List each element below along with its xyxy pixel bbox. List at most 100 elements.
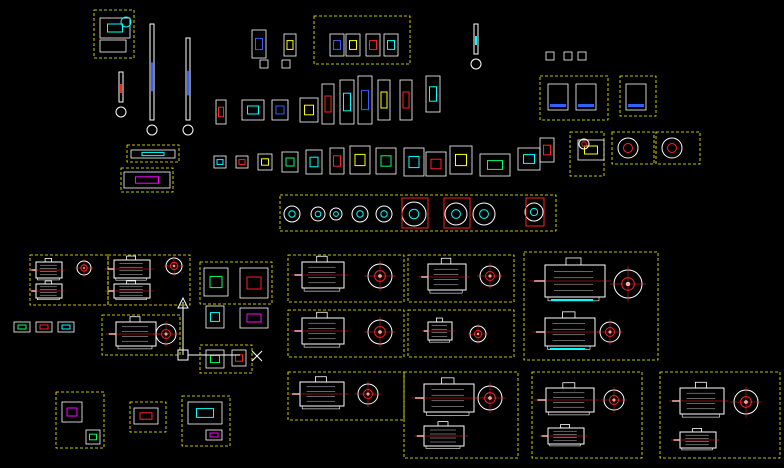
cylinder-base — [470, 58, 482, 70]
pulley — [524, 202, 544, 222]
flange-end-view — [617, 137, 639, 159]
part-detail — [349, 40, 357, 50]
part-detail — [218, 106, 224, 118]
motor-drawing — [29, 280, 65, 300]
motor-foot — [681, 413, 720, 418]
part-outline — [283, 33, 297, 57]
part-detail — [455, 153, 467, 167]
drawing-frame — [107, 254, 191, 306]
pulley — [375, 205, 393, 223]
gearbox — [99, 17, 131, 39]
part-outline — [281, 151, 299, 173]
drawing-frame — [120, 167, 174, 193]
dimension-line — [550, 348, 585, 350]
small-fitting — [563, 51, 573, 61]
drawing-frame — [199, 344, 253, 374]
flange-inner — [667, 143, 677, 153]
part-detail — [39, 324, 49, 330]
part-detail — [487, 160, 503, 170]
part-detail — [361, 89, 369, 111]
motor-foot — [115, 277, 147, 281]
part-detail — [61, 324, 71, 330]
part-detail — [141, 151, 165, 157]
part-outline — [329, 147, 345, 175]
machine-part — [239, 267, 269, 299]
part-detail — [196, 408, 214, 418]
part-detail — [238, 159, 246, 165]
drawing-frame — [659, 371, 781, 459]
cylinder-rod — [187, 70, 189, 96]
cylinder-base — [146, 124, 158, 136]
motor-foot — [115, 297, 147, 300]
part-detail — [255, 37, 263, 51]
drawing-frame — [539, 75, 609, 121]
motor-foot — [301, 405, 340, 410]
machine-part — [239, 307, 269, 329]
flange-inner — [581, 141, 587, 147]
pulley-hub — [333, 211, 339, 217]
flange-end-view — [661, 137, 683, 159]
part-outline — [271, 99, 289, 121]
drawing-parts — [13, 16, 762, 451]
part-detail — [139, 412, 153, 420]
part-outline — [241, 99, 265, 121]
bearing-component — [329, 147, 345, 175]
part-detail — [285, 157, 295, 167]
part-outline — [357, 75, 373, 125]
part-outline — [13, 321, 31, 333]
part-outline — [35, 321, 53, 333]
panel-outline — [547, 83, 569, 111]
motor-foot — [36, 277, 60, 281]
part-outline — [205, 305, 225, 329]
part-outline — [203, 267, 229, 297]
terminal-box — [129, 316, 141, 323]
drawing-frame — [407, 309, 515, 358]
part-outline — [235, 155, 249, 169]
part-outline — [213, 155, 227, 169]
ucs-axis-icon — [177, 296, 240, 361]
bearing-component — [403, 147, 425, 177]
drawing-frame — [199, 261, 273, 305]
drawing-frame — [55, 391, 105, 449]
cabinet-panel — [625, 83, 647, 111]
part-detail — [584, 145, 598, 155]
motor-drawing — [289, 376, 381, 410]
part-outline — [187, 401, 223, 425]
flange-end-view — [578, 138, 590, 150]
part-detail — [343, 92, 351, 112]
pulley-hub — [529, 207, 539, 217]
motor-drawing — [29, 258, 94, 281]
motor-drawing — [291, 255, 396, 292]
motor-foot — [425, 445, 461, 449]
drawing-frame — [181, 395, 231, 447]
drawing-frame — [93, 9, 135, 59]
part-detail — [275, 105, 285, 115]
panel-base — [578, 104, 594, 107]
motor-drawing — [539, 424, 588, 447]
motor-foot — [428, 339, 450, 343]
part-detail — [333, 155, 341, 167]
machine-part — [85, 429, 101, 445]
valve-component — [377, 79, 391, 121]
part-detail — [209, 432, 219, 438]
pulley-rim — [351, 205, 369, 223]
motor-drawing — [105, 255, 185, 281]
cylinder-rod — [120, 84, 122, 93]
drawing-frame — [287, 254, 405, 303]
motor-foot — [549, 443, 581, 447]
cylinder-body — [149, 23, 155, 121]
bearing-component — [539, 137, 555, 163]
gearbox-ring — [120, 16, 132, 28]
part-outline — [321, 83, 335, 125]
pulley-rim — [444, 202, 468, 226]
part-detail — [66, 407, 78, 417]
small-fitting — [577, 51, 587, 61]
terminal-box — [435, 317, 443, 323]
terminal-box — [316, 255, 328, 263]
terminal-box — [562, 311, 576, 319]
valve-component — [251, 29, 267, 59]
motor-drawing — [422, 317, 489, 345]
part-outline — [133, 407, 159, 425]
terminal-box — [314, 376, 327, 383]
